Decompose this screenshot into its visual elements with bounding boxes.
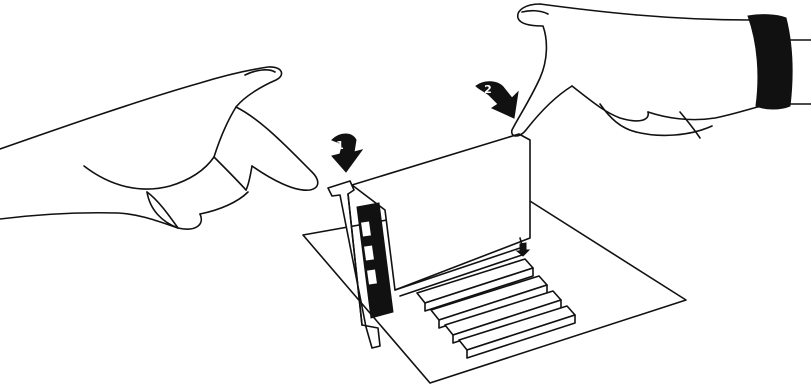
left-hand xyxy=(0,67,318,229)
step-1-marker: 1 xyxy=(332,134,362,172)
step-2-marker: 2 xyxy=(476,82,518,118)
step-1-number: 1 xyxy=(336,139,344,152)
wristband xyxy=(748,15,792,109)
step-2-number: 2 xyxy=(484,83,492,96)
